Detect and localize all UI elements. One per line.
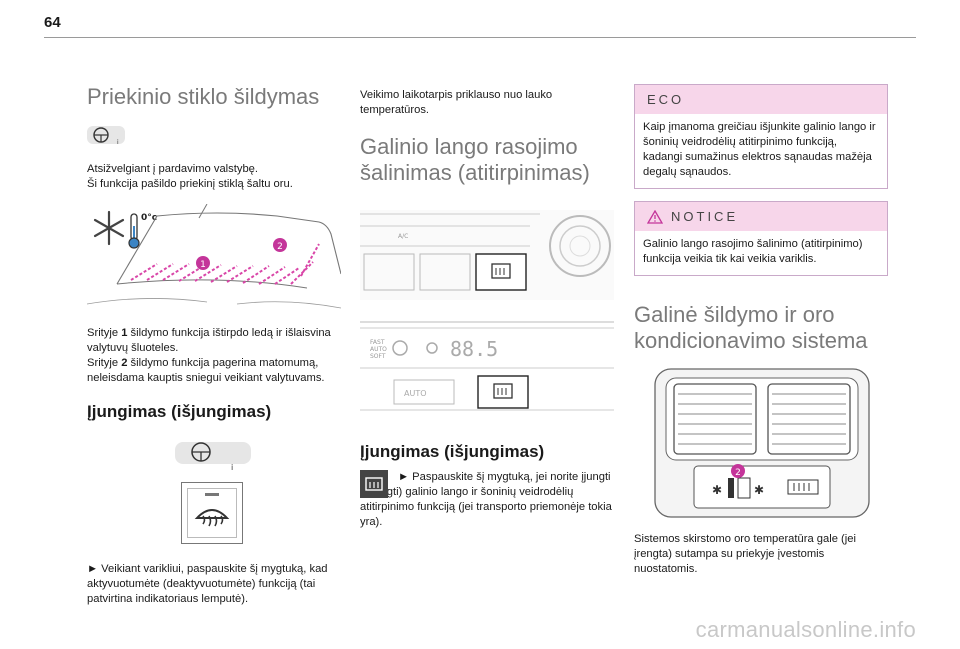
intro-line-2: Ši funkcija pašildo priekinį stiklą šalt… (87, 178, 293, 190)
svg-text:i: i (231, 463, 233, 472)
instruction-front: ► Veikiant varikliui, paspauskite šį myg… (87, 563, 328, 605)
eco-box: ECO Kaip įmanoma greičiau išjunkite gali… (634, 84, 888, 189)
header-divider (44, 37, 916, 38)
steering-wheel-icon: i (87, 124, 127, 148)
rear-ac-outro: Sistemos skirstomo oro temperatūra gale … (634, 533, 856, 575)
rear-defrost-button[interactable] (360, 470, 388, 498)
notice-header: NOTICE (671, 209, 739, 224)
duration-note: Veikimo laikotarpis priklauso nuo lauko … (360, 89, 553, 116)
panel-temp-display: 88.5 (450, 337, 498, 361)
zone-2-description: Srityje 2 šildymo funkcija pagerina mato… (87, 357, 325, 384)
subtitle-activation: Įjungimas (išjungimas) (87, 402, 272, 421)
front-defrost-icon (187, 488, 237, 538)
svg-text:SOFT: SOFT (370, 353, 386, 360)
marker-2: 2 (277, 242, 283, 252)
notice-text: Galinio lango rasojimo šalinimo (atitirp… (643, 238, 863, 265)
rear-demist-instruction-block: ► Paspauskite šį mygtuką, jei norite įju… (360, 470, 614, 530)
marker-rear-2: 2 (735, 468, 741, 478)
subtitle-activation-rear: Įjungimas (išjungimas) (360, 442, 545, 461)
rear-defrost-icon (365, 477, 383, 491)
svg-text:✱: ✱ (754, 483, 764, 497)
column-eco-notice-rear-ac: ECO Kaip įmanoma greičiau išjunkite gali… (634, 84, 888, 577)
svg-text:AUTO: AUTO (404, 389, 427, 398)
eco-text: Kaip įmanoma greičiau išjunkite galinio … (643, 121, 876, 178)
temperature-label: 0°c (141, 213, 157, 223)
snowflake-icon (93, 210, 125, 246)
steering-wheel-icon-2: i (175, 438, 251, 472)
instruction-rear: ► Paspauskite šį mygtuką, jei norite įju… (360, 471, 612, 528)
zone-1-description: Srityje 1 šildymo funkcija ištirpdo ledą… (87, 327, 331, 354)
column-rear-demist: Veikimo laikotarpis priklauso nuo lauko … (360, 88, 614, 530)
page-number: 64 (44, 14, 61, 31)
svg-text:✱: ✱ (712, 483, 722, 497)
control-panel-figure-1: A/C (360, 202, 614, 302)
control-panel-figure-2: FAST AUTO SOFT 88.5 AUTO (360, 318, 614, 414)
marker-1: 1 (200, 260, 206, 270)
rear-vent-figure: ✱ ✱ 2 (654, 368, 870, 518)
panel-ac-label: A/C (398, 233, 408, 240)
intro-line-1: Atsižvelgiant į pardavimo valstybę. (87, 163, 258, 175)
watermark: carmanualsonline.info (695, 617, 916, 642)
eco-header: ECO (635, 85, 887, 114)
windscreen-defrost-button[interactable] (181, 482, 243, 544)
windscreen-figure: 0°c 1 (86, 203, 342, 314)
notice-box: NOTICE Galinio lango rasojimo šalinimo (… (634, 201, 888, 276)
section-title-windscreen-heating: Priekinio stiklo šildymas (87, 84, 320, 109)
column-windscreen-heating: Priekinio stiklo šildymas i Atsižvelgian… (86, 84, 342, 607)
warning-triangle-icon (647, 209, 663, 224)
svg-text:AUTO: AUTO (370, 346, 387, 353)
svg-text:FAST: FAST (370, 339, 385, 346)
thermometer-icon (128, 213, 140, 249)
svg-text:i: i (117, 139, 119, 146)
